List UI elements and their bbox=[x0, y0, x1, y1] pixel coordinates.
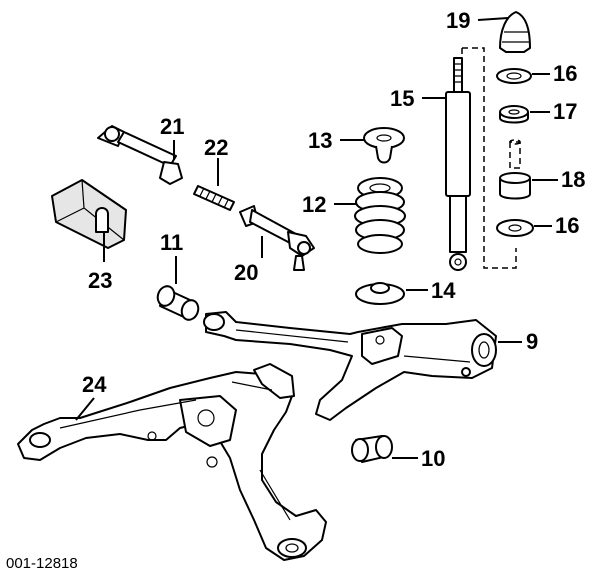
callout-18: 18 bbox=[561, 167, 585, 192]
part-23-bracket bbox=[51, 179, 127, 249]
part-18-bushing bbox=[499, 139, 531, 200]
part-14-spring-seat-lower bbox=[355, 282, 405, 305]
part-16-washer-upper bbox=[496, 68, 532, 84]
callout-15: 15 bbox=[390, 86, 414, 111]
part-20-tie-rod bbox=[239, 205, 315, 271]
callout-16-upper: 16 bbox=[553, 61, 577, 86]
callout-11: 11 bbox=[160, 230, 183, 255]
callout-17: 17 bbox=[553, 99, 577, 124]
callout-22: 22 bbox=[204, 135, 228, 160]
callout-12: 12 bbox=[302, 192, 326, 217]
diagram-reference-code: 001-12818 bbox=[6, 555, 78, 572]
part-11-bushing bbox=[156, 285, 200, 321]
part-9-control-arm bbox=[203, 311, 497, 421]
part-13-spring-seat-upper bbox=[363, 127, 405, 164]
shock-mount-guide bbox=[461, 47, 517, 269]
callout-13: 13 bbox=[308, 128, 332, 153]
part-10-bushing bbox=[351, 435, 393, 463]
part-24-crossmember bbox=[17, 363, 327, 561]
part-12-coil-spring bbox=[354, 177, 406, 254]
callout-24: 24 bbox=[82, 372, 107, 397]
part-19-bump-stop bbox=[499, 11, 531, 53]
callout-14: 14 bbox=[431, 278, 456, 303]
callout-20: 20 bbox=[234, 260, 258, 285]
callout-21: 21 bbox=[160, 114, 184, 139]
callout-23: 23 bbox=[88, 268, 112, 293]
part-17-bushing bbox=[499, 105, 529, 124]
part-16-washer-lower bbox=[496, 219, 534, 237]
callout-9: 9 bbox=[526, 329, 538, 354]
callout-16-lower: 16 bbox=[555, 213, 579, 238]
callout-19: 19 bbox=[446, 8, 470, 33]
part-22-threaded-stud bbox=[193, 185, 235, 211]
part-15-shock-absorber bbox=[445, 57, 471, 271]
part-21-link bbox=[97, 125, 183, 185]
callout-10: 10 bbox=[421, 446, 445, 471]
